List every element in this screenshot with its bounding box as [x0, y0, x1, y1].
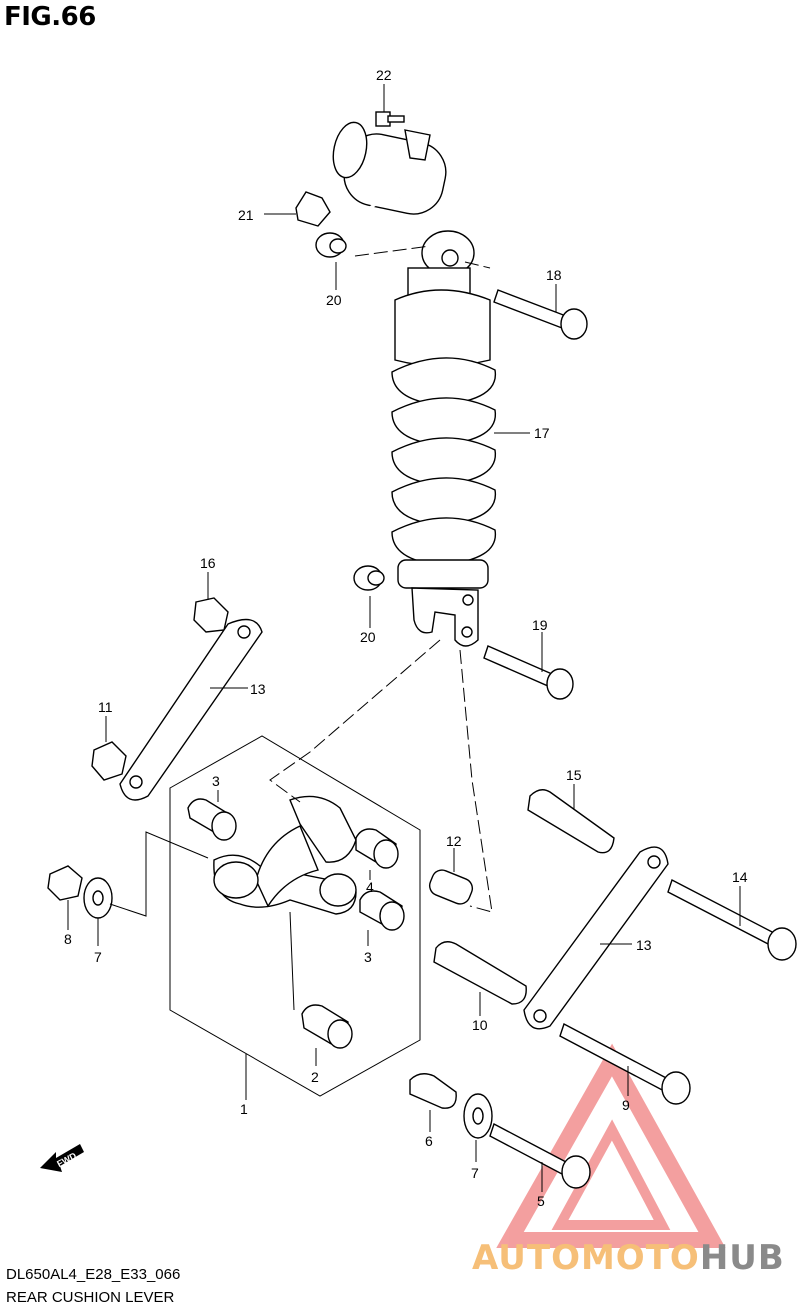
part-21-clamp [295, 191, 331, 227]
callout-12: 12 [446, 833, 462, 849]
callout-13-upper: 13 [250, 681, 266, 697]
watermark-text: AUTOMOTOHUB [472, 1238, 785, 1278]
callout-21: 21 [238, 207, 254, 223]
part-19-bolt [483, 645, 574, 700]
part-11-nut [91, 741, 127, 781]
part-9-bolt [559, 1022, 691, 1105]
part-3-bush-lower [359, 890, 405, 931]
watermark-part2: HUB [699, 1238, 785, 1278]
callout-20-bottom: 20 [360, 629, 376, 645]
callout-14: 14 [732, 869, 748, 885]
callout-2: 2 [311, 1069, 319, 1085]
model-code: DL650AL4_E28_E33_066 [6, 1266, 181, 1283]
callout-7-lower: 7 [471, 1165, 479, 1181]
part-20-nut-top [315, 232, 347, 258]
callout-16: 16 [200, 555, 216, 571]
callout-20-top: 20 [326, 292, 342, 308]
figure-title: FIG.66 [4, 2, 96, 32]
part-12-bush [428, 869, 474, 905]
callout-17: 17 [534, 425, 550, 441]
part-13-tie-rod-upper [119, 618, 263, 801]
callout-15: 15 [566, 767, 582, 783]
part-18-bolt [493, 289, 588, 340]
part-10-collar [433, 941, 527, 1005]
part-14-bolt [667, 879, 797, 961]
callout-5: 5 [537, 1193, 545, 1209]
callout-18: 18 [546, 267, 562, 283]
part-15-collar [527, 789, 615, 854]
section-name: REAR CUSHION LEVER [6, 1289, 175, 1306]
callout-19: 19 [532, 617, 548, 633]
part-7-washer-left [83, 877, 113, 919]
callout-3-upper: 3 [212, 773, 220, 789]
callout-11: 11 [98, 699, 113, 715]
leader-lines [67, 84, 741, 1192]
part-6-collar [409, 1073, 457, 1109]
callout-6: 6 [425, 1133, 433, 1149]
callout-13-lower: 13 [636, 937, 652, 953]
callout-1: 1 [240, 1101, 248, 1117]
part-8-nut [47, 865, 83, 901]
callout-8: 8 [64, 931, 72, 947]
forward-direction-arrow: FWD [40, 1144, 84, 1172]
part-2-bush [301, 1004, 353, 1049]
part-20-nut-bottom [353, 565, 385, 591]
callout-4: 4 [366, 879, 374, 895]
part-1-cushion-lever [213, 795, 357, 915]
part-7-washer-lower [463, 1093, 493, 1139]
lever-box-outline [169, 735, 421, 1097]
callout-labels: 22 21 20 18 17 16 20 19 13 11 3 15 12 4 … [64, 67, 748, 1209]
watermark-part1: AUTOMOTO [472, 1238, 700, 1278]
part-5-bolt [489, 1122, 591, 1189]
callout-9: 9 [622, 1097, 630, 1113]
rear-shock-absorber [332, 121, 497, 647]
part-22-bolt [375, 111, 405, 127]
part-3-bush-upper [187, 798, 237, 841]
assembly-guide-lines [109, 245, 493, 1011]
callout-22: 22 [376, 67, 392, 83]
part-4-bush [355, 828, 399, 869]
callout-10: 10 [472, 1017, 488, 1033]
part-13-tie-rod-lower [523, 846, 669, 1030]
callout-7-left: 7 [94, 949, 102, 965]
part-16-bush [193, 597, 229, 633]
callout-3-lower: 3 [364, 949, 372, 965]
